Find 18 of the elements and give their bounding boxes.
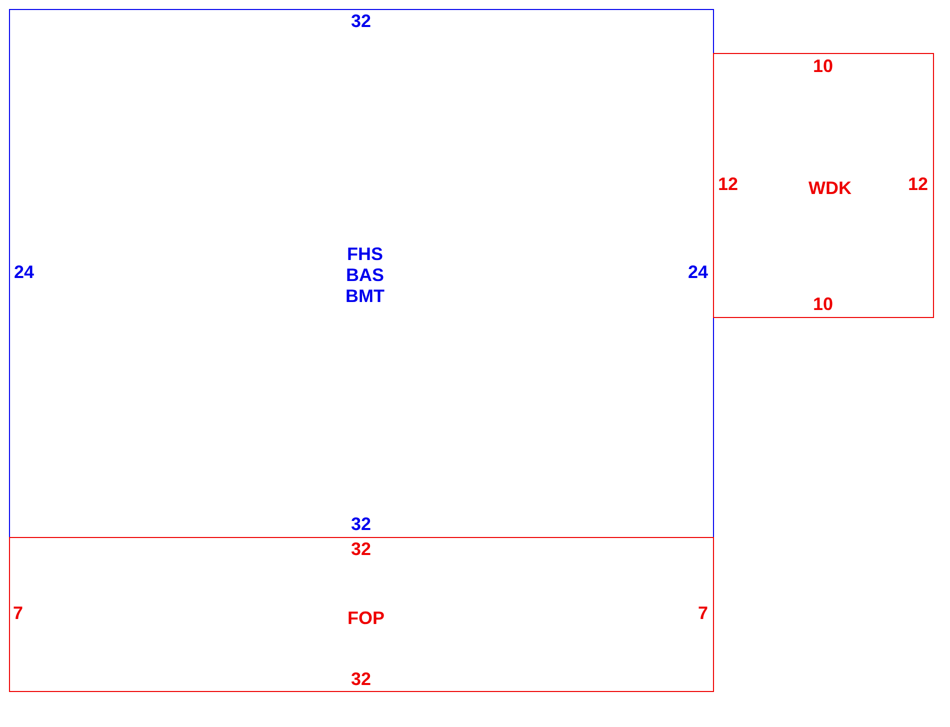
dimension-label: 32 xyxy=(350,539,372,559)
dimension-label: 32 xyxy=(350,11,372,31)
dimension-label: 10 xyxy=(812,294,834,314)
dimension-label: 24 xyxy=(688,262,708,282)
dimension-label: 12 xyxy=(908,174,928,194)
room-outline xyxy=(9,537,714,692)
dimension-label: 10 xyxy=(812,56,834,76)
dimension-label: 24 xyxy=(14,262,34,282)
dimension-label: 32 xyxy=(350,514,372,534)
room-outline xyxy=(713,53,934,318)
dimension-label: 32 xyxy=(350,669,372,689)
dimension-label: 7 xyxy=(13,603,23,623)
room-outline xyxy=(9,9,714,538)
room-label: FHS BAS BMT xyxy=(344,244,386,306)
room-label: WDK xyxy=(808,178,852,198)
dimension-label: 12 xyxy=(718,174,738,194)
room-label: FOP xyxy=(346,608,386,628)
dimension-label: 7 xyxy=(698,603,708,623)
